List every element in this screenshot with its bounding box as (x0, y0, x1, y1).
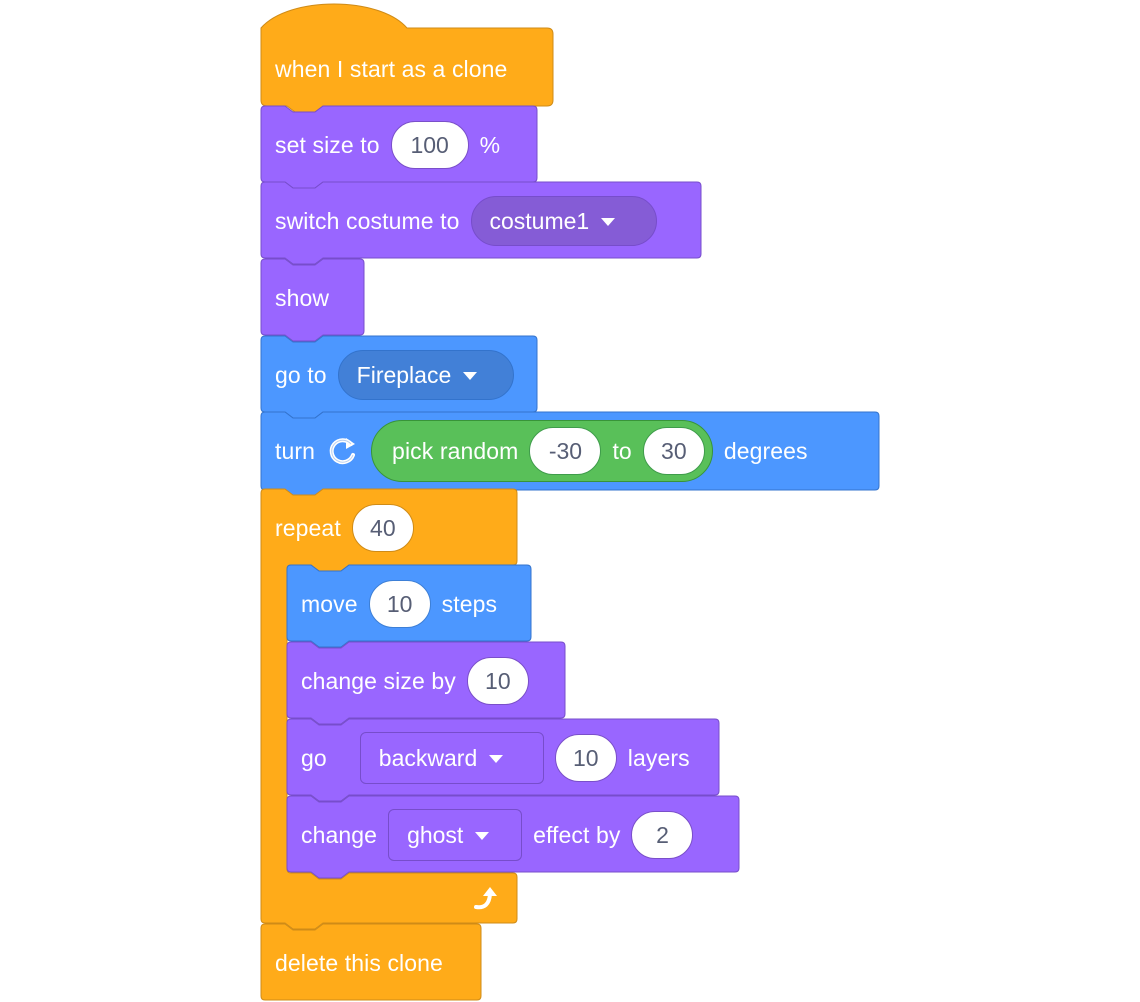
dropdown-caret-icon (475, 832, 490, 840)
random-to-label: to (612, 437, 632, 464)
show-label: show (275, 284, 330, 311)
switch-costume-label: switch costume to (275, 207, 460, 234)
dropdown-caret-icon (489, 755, 504, 763)
costume-dropdown[interactable]: costume1 (470, 196, 657, 246)
steps-label: steps (441, 590, 498, 617)
dropdown-caret-icon (463, 372, 478, 380)
delete-clone-block-shape (260, 923, 482, 1001)
go-to-dropdown[interactable]: Fireplace (337, 350, 514, 400)
show-block-shape (260, 258, 365, 342)
degrees-label: degrees (723, 437, 808, 464)
go-label: go (301, 744, 327, 771)
percent-label: % (479, 131, 501, 158)
layer-direction-value: backward (378, 744, 478, 771)
set-size-label: set size to (275, 131, 380, 158)
rotate-clockwise-icon (326, 434, 360, 468)
effect-dropdown-value: ghost (407, 821, 464, 848)
change-label: change (301, 821, 378, 848)
layers-count-input[interactable]: 10 (554, 734, 617, 782)
repeat-label: repeat (275, 514, 341, 541)
effect-by-label: effect by (533, 821, 621, 848)
effect-amount-input[interactable]: 2 (631, 811, 694, 859)
change-size-input[interactable]: 10 (466, 657, 529, 705)
loop-arrow-icon (471, 885, 503, 915)
go-to-dropdown-value: Fireplace (356, 361, 452, 388)
dropdown-caret-icon (601, 218, 616, 226)
move-label: move (301, 590, 358, 617)
layer-direction-dropdown[interactable]: backward (359, 732, 544, 784)
move-steps-input[interactable]: 10 (368, 580, 431, 628)
turn-label: turn (275, 437, 316, 464)
repeat-count-input[interactable]: 40 (351, 504, 414, 552)
hat-label: when I start as a clone (275, 55, 508, 82)
size-input[interactable]: 100 (390, 121, 469, 169)
pick-random-reporter[interactable]: pick random -30 to 30 (371, 420, 713, 482)
costume-dropdown-value: costume1 (489, 207, 590, 234)
random-from-input[interactable]: -30 (529, 427, 602, 475)
random-to-input[interactable]: 30 (642, 427, 705, 475)
layers-label: layers (627, 744, 690, 771)
pick-random-label: pick random (392, 437, 519, 464)
delete-clone-label: delete this clone (275, 949, 443, 976)
change-size-label: change size by (301, 667, 456, 694)
go-to-label: go to (275, 361, 327, 388)
effect-dropdown[interactable]: ghost (388, 809, 523, 861)
